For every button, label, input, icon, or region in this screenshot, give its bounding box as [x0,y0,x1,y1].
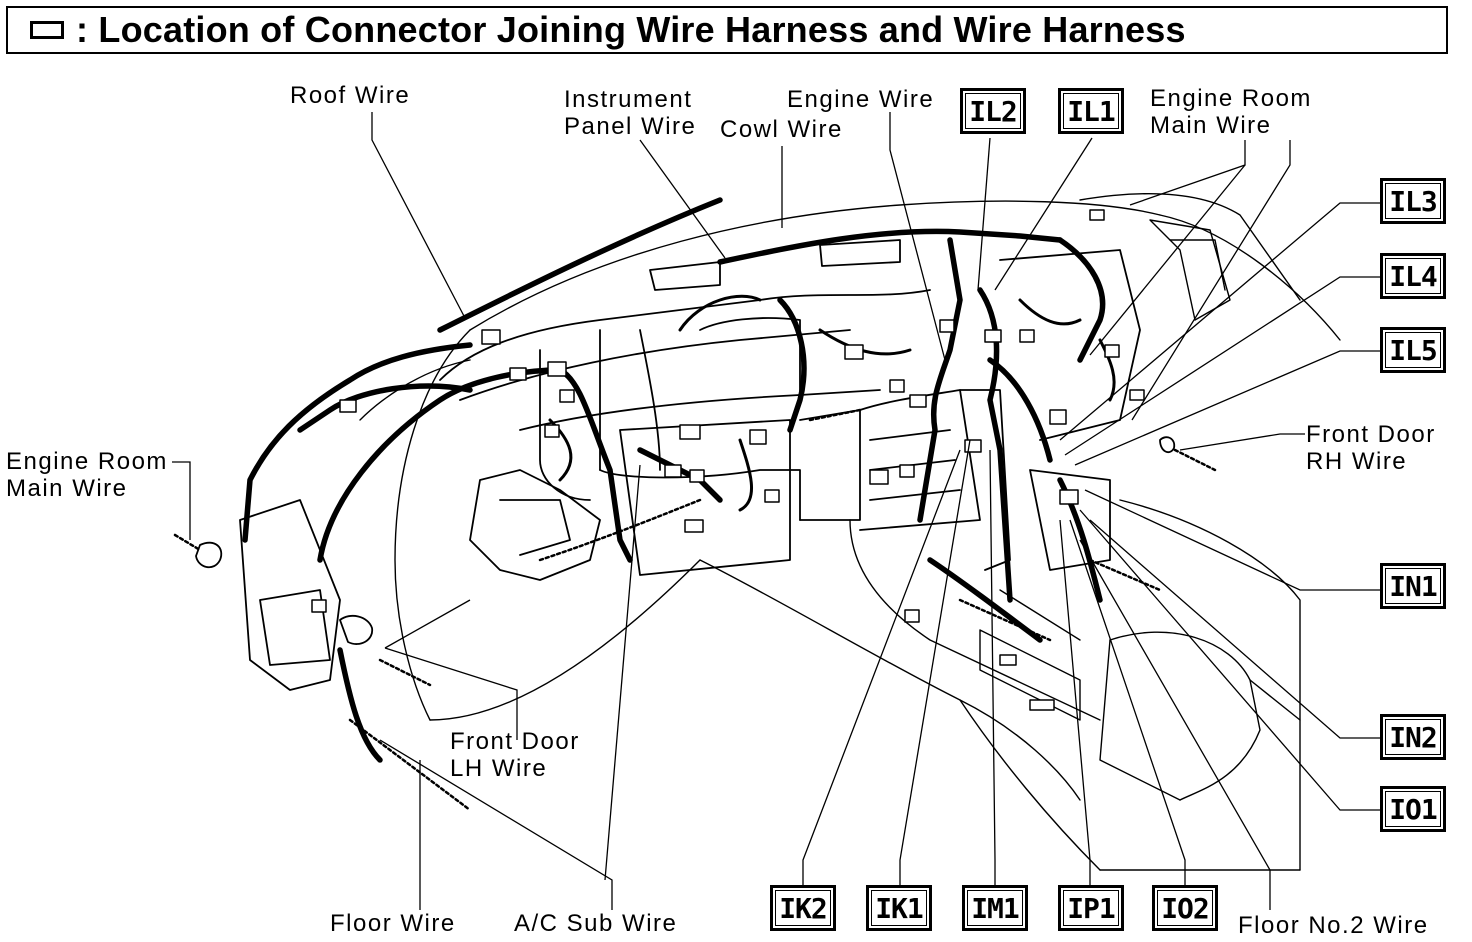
connector-blocks [311,209,1145,711]
connector-ik2: IK2 [770,885,836,931]
connector-io2: IO2 [1152,885,1218,931]
page-title: : Location of Connector Joining Wire Har… [76,9,1186,50]
connector-in2: IN2 [1380,714,1446,760]
label-ac-sub-wire: A/C Sub Wire [514,910,678,937]
label-front-door-rh-wire: Front Door RH Wire [1306,421,1436,475]
connector-ip1: IP1 [1058,885,1124,931]
label-roof-wire: Roof Wire [290,82,411,109]
connector-il5: IL5 [1380,327,1446,373]
harness-bundles [242,197,1106,763]
connector-ik1: IK1 [866,885,932,931]
connector-il2: IL2 [960,88,1026,134]
label-floor-no2-wire: Floor No.2 Wire [1238,912,1429,939]
label-floor-wire: Floor Wire [330,910,456,937]
leader-lines [172,112,1380,910]
label-engine-wire: Engine Wire [787,86,935,113]
label-cowl-wire: Cowl Wire [720,116,843,143]
connector-il3: IL3 [1380,178,1446,224]
connector-symbol-icon [30,21,64,39]
label-instrument-panel-wire: Instrument Panel Wire [564,86,697,140]
label-engine-room-main-wire-right: Engine Room Main Wire [1150,85,1312,139]
connector-in1: IN1 [1380,563,1446,609]
connector-im1: IM1 [962,885,1028,931]
title-bar: : Location of Connector Joining Wire Har… [6,6,1448,54]
label-engine-room-main-wire-left: Engine Room Main Wire [6,448,168,502]
label-front-door-lh-wire: Front Door LH Wire [450,728,580,782]
connector-il1: IL1 [1058,88,1124,134]
cable-runs [173,408,1217,812]
connector-il4: IL4 [1380,253,1446,299]
connector-io1: IO1 [1380,786,1446,832]
vehicle-body-outline [359,193,1341,871]
